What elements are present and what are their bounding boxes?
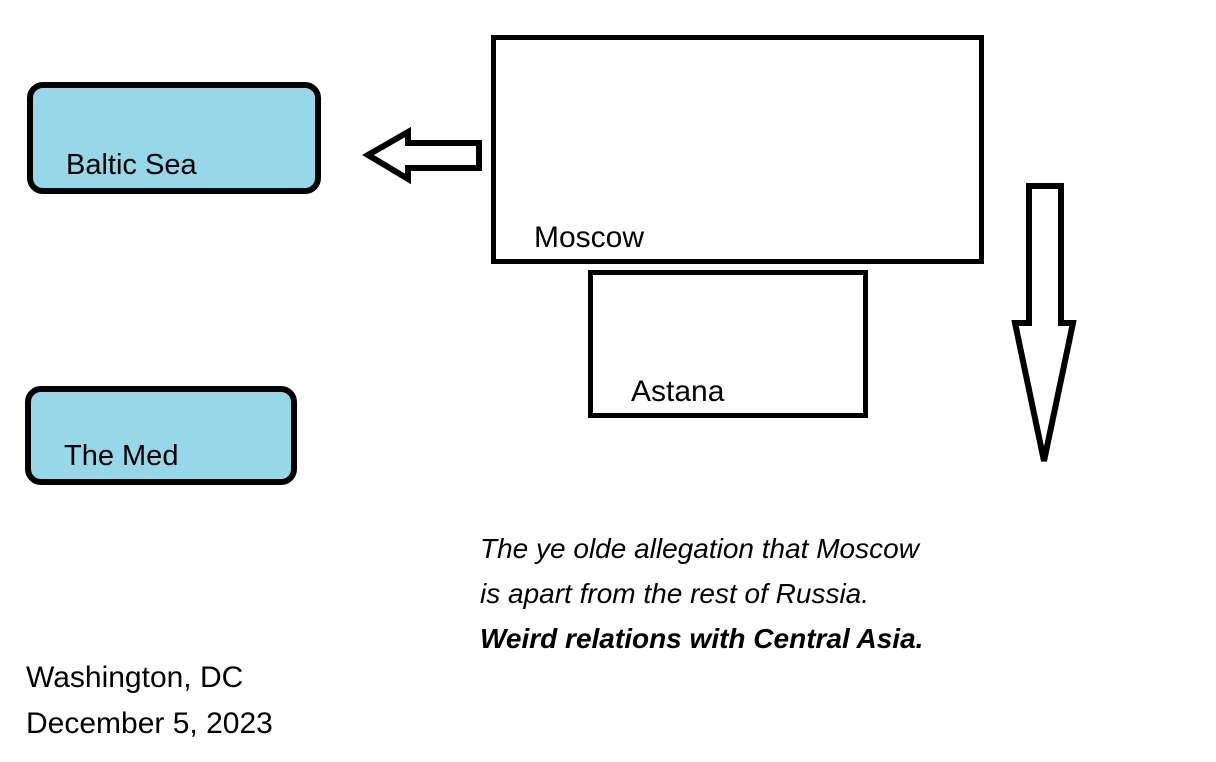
caption-line-2: is apart from the rest of Russia. xyxy=(480,578,870,609)
signature-block: Washington, DC December 5, 2023 xyxy=(26,655,426,747)
shape-label-the-med: The Med xyxy=(64,440,179,472)
caption-line-3: Weird relations with Central Asia. xyxy=(480,623,924,654)
shape-the-med[interactable]: The Med xyxy=(25,386,297,485)
left-arrow-icon xyxy=(362,126,482,185)
caption-block: The ye olde allegation that Moscow is ap… xyxy=(480,526,1080,661)
shape-label-moscow: Moscow xyxy=(534,221,645,254)
shape-moscow[interactable]: Moscow xyxy=(491,35,984,264)
signature-location: Washington, DC xyxy=(26,661,244,694)
shape-baltic-sea[interactable]: Baltic Sea xyxy=(27,82,321,194)
left-arrow[interactable] xyxy=(362,126,484,186)
caption-line-1: The ye olde allegation that Moscow xyxy=(480,533,919,564)
down-arrow[interactable] xyxy=(1010,178,1078,470)
shape-label-baltic-sea: Baltic Sea xyxy=(66,149,197,181)
shape-astana[interactable]: Astana xyxy=(588,270,868,418)
down-arrow-icon xyxy=(1011,183,1077,462)
signature-date: December 5, 2023 xyxy=(26,707,273,740)
shape-label-astana: Astana xyxy=(631,375,725,408)
